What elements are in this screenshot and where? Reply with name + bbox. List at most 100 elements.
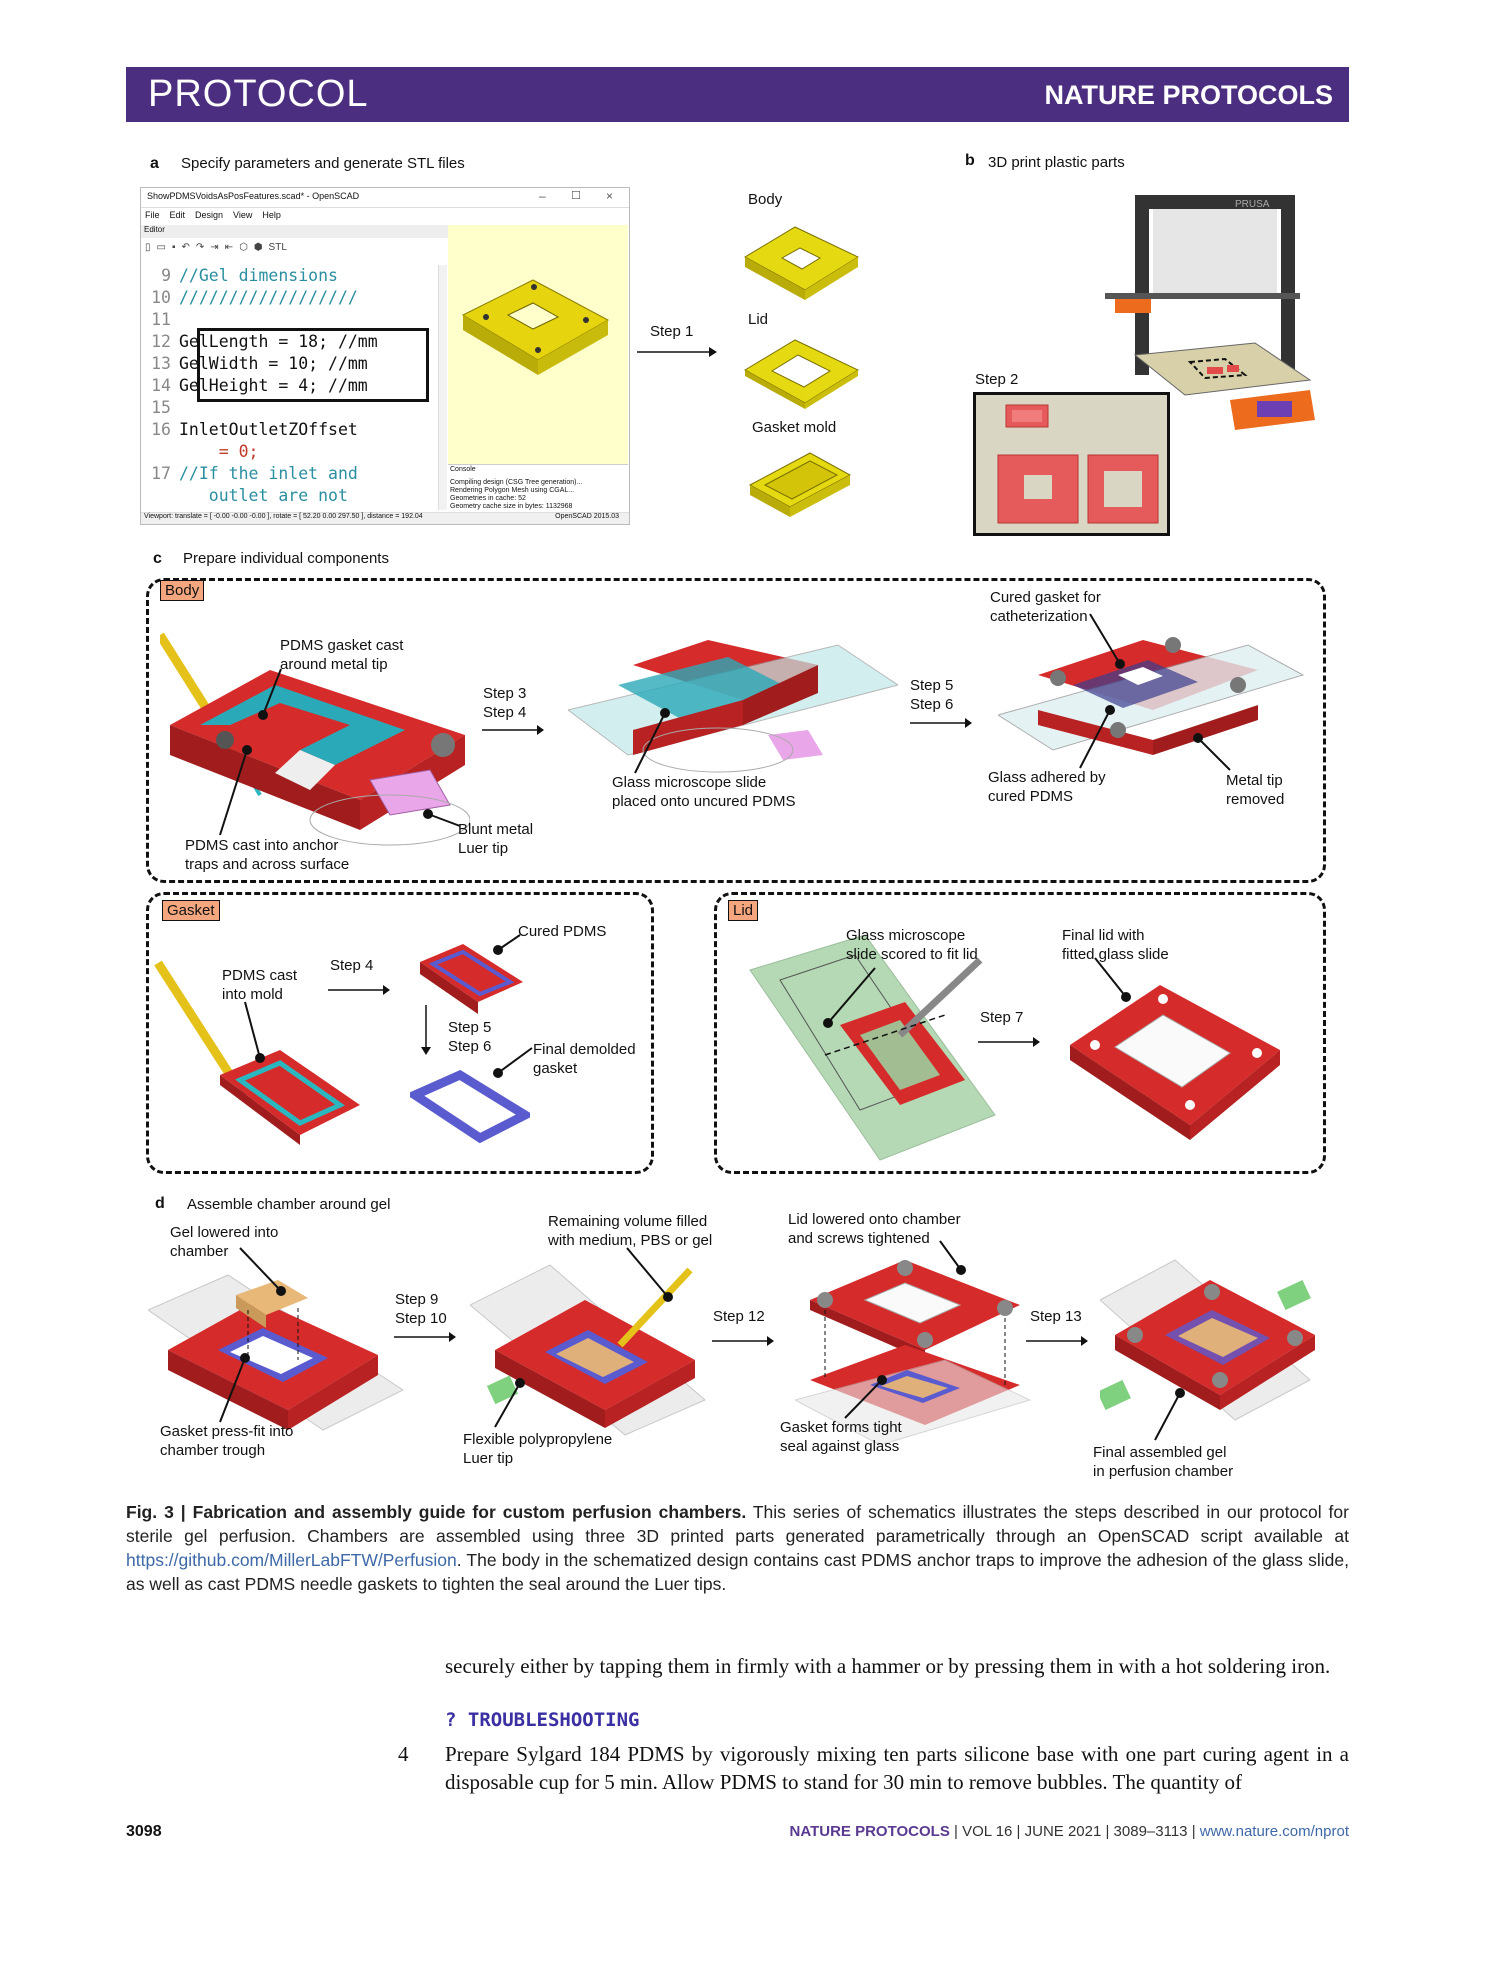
- panel-c-letter: c: [153, 550, 162, 567]
- panel-d-letter: d: [155, 1195, 165, 1212]
- caption-text-2: . The body in the schematized design con…: [126, 1550, 1349, 1594]
- anchor-traps-leader: [219, 745, 252, 836]
- lid-step-7-label: Step 7: [980, 1009, 1024, 1026]
- status-text: Viewport: translate = [ -0.00 -0.00 -0.0…: [144, 513, 423, 520]
- console-line: Geometry cache size in bytes: 1132968: [450, 503, 573, 510]
- new-file-icon[interactable]: ▯: [145, 242, 151, 253]
- step-number: 4: [398, 1742, 409, 1766]
- step-1-arrow: [637, 347, 717, 357]
- volume-filled-illustration: [470, 1264, 706, 1436]
- cured-pdms-label: Cured PDMS: [518, 923, 607, 940]
- gasket-step-4-arrow: [328, 985, 390, 995]
- window-title: ShowPDMSVoidsAsPosFeatures.scad* - OpenS…: [147, 191, 360, 201]
- final-lid-illustration: [1070, 985, 1280, 1140]
- footer-url[interactable]: www.nature.com/nprot: [1199, 1823, 1349, 1840]
- indent-icon[interactable]: ⇥: [210, 242, 219, 253]
- menu-design[interactable]: Design: [195, 210, 224, 220]
- open-file-icon[interactable]: ▭: [156, 242, 166, 253]
- body-section: [146, 578, 1326, 883]
- github-link[interactable]: https://github.com/MillerLabFTW/Perfusio…: [126, 1550, 457, 1570]
- lid-tag: Lid: [728, 900, 759, 921]
- step-5-6-arrow: [910, 718, 972, 728]
- final-assembled-illustration: [1100, 1259, 1315, 1421]
- code-editor[interactable]: 9//Gel dimensions 10////////////////// 1…: [145, 265, 445, 507]
- final-gasket-leader: [493, 1047, 533, 1078]
- code-line: = 0;: [179, 442, 259, 461]
- menu-edit[interactable]: Edit: [169, 210, 186, 220]
- menu-file[interactable]: File: [145, 210, 160, 220]
- gasket-section: [146, 892, 654, 1174]
- code-line: 10//////////////////: [151, 288, 358, 307]
- console-label: Console: [450, 466, 476, 473]
- undo-icon[interactable]: ↶: [181, 242, 190, 253]
- menu-view[interactable]: View: [233, 210, 253, 220]
- panel-d-title: Assemble chamber around gel: [187, 1196, 391, 1213]
- pdms-gasket-cast-leader: [258, 668, 282, 720]
- body-part-render: [743, 226, 860, 300]
- figure-caption: Fig. 3 | Fabrication and assembly guide …: [126, 1500, 1349, 1596]
- pdms-cast-mold-leader: [244, 1001, 265, 1063]
- footer-citation: NATURE PROTOCOLS | VOL 16 | JUNE 2021 | …: [790, 1823, 1349, 1840]
- step-12-label: Step 12: [713, 1308, 765, 1325]
- part-body-label: Body: [748, 191, 783, 208]
- maximize-icon[interactable]: ☐: [571, 190, 581, 202]
- printed-parts-image: [997, 404, 1159, 524]
- body-casting-illustration: [160, 632, 470, 846]
- body-preview: [461, 279, 610, 375]
- unindent-icon[interactable]: ⇤: [224, 242, 234, 253]
- editor-toolbar: ▯ ▭ ▪ ↶ ↷ ⇥ ⇤ ⬡ ⬢ STL: [145, 242, 287, 253]
- panel-a-title: Specify parameters and generate STL file…: [181, 155, 465, 172]
- redo-icon[interactable]: ↷: [195, 242, 205, 253]
- code-line: 11: [151, 310, 171, 329]
- 3d-viewport[interactable]: [448, 225, 628, 465]
- close-icon[interactable]: ×: [606, 189, 614, 203]
- cured-pdms-leader: [493, 934, 521, 955]
- step-13-label: Step 13: [1030, 1308, 1082, 1325]
- export-stl-icon[interactable]: STL: [268, 242, 287, 253]
- header-bar: PROTOCOL NATURE PROTOCOLS: [126, 67, 1349, 122]
- window-titlebar: ShowPDMSVoidsAsPosFeatures.scad* - OpenS…: [141, 188, 629, 208]
- gasket-mold-casting-illustration: [154, 960, 360, 1145]
- console-line: Compiling design (CSG Tree generation)..…: [450, 479, 583, 486]
- render-icon[interactable]: ⬢: [253, 242, 263, 253]
- lid-part-render: [743, 339, 860, 409]
- gasket-tag: Gasket: [162, 900, 220, 921]
- save-icon[interactable]: ▪: [171, 242, 176, 253]
- status-bar: Viewport: translate = [ -0.00 -0.00 -0.0…: [141, 512, 629, 524]
- part-gasket-mold-label: Gasket mold: [752, 419, 837, 436]
- editor-scrollbar[interactable]: [438, 265, 447, 510]
- caption-title: Fig. 3 | Fabrication and assembly guide …: [126, 1502, 747, 1522]
- caption-text-1: This series of schematics illustrates th…: [126, 1502, 1349, 1546]
- step-4-text: Prepare Sylgard 184 PDMS by vigorously m…: [445, 1742, 1349, 1794]
- tight-seal-leader: [844, 1375, 887, 1419]
- step-2-label: Step 2: [975, 371, 1019, 388]
- body-paragraph: securely either by tapping them in firml…: [445, 1654, 1331, 1678]
- gel-lowering-illustration: [148, 1274, 405, 1431]
- gasket-press-fit-leader: [219, 1353, 250, 1423]
- page-number: 3098: [126, 1823, 162, 1840]
- part-lid-label: Lid: [748, 311, 769, 328]
- gasket-step-4-label: Step 4: [330, 957, 374, 974]
- troubleshooting-link[interactable]: ? TROUBLESHOOTING: [445, 1709, 640, 1731]
- final-assembled-leader: [1154, 1388, 1185, 1441]
- minimize-icon[interactable]: –: [539, 189, 546, 203]
- version-text: OpenSCAD 2015.03: [555, 513, 619, 520]
- lid-scoring-illustration: [749, 934, 996, 1161]
- body-glass-illustration: [568, 640, 898, 773]
- menu-help[interactable]: Help: [262, 210, 281, 220]
- preview-icon[interactable]: ⬡: [239, 242, 248, 253]
- gasket-step-5-6-arrow: [421, 1005, 431, 1055]
